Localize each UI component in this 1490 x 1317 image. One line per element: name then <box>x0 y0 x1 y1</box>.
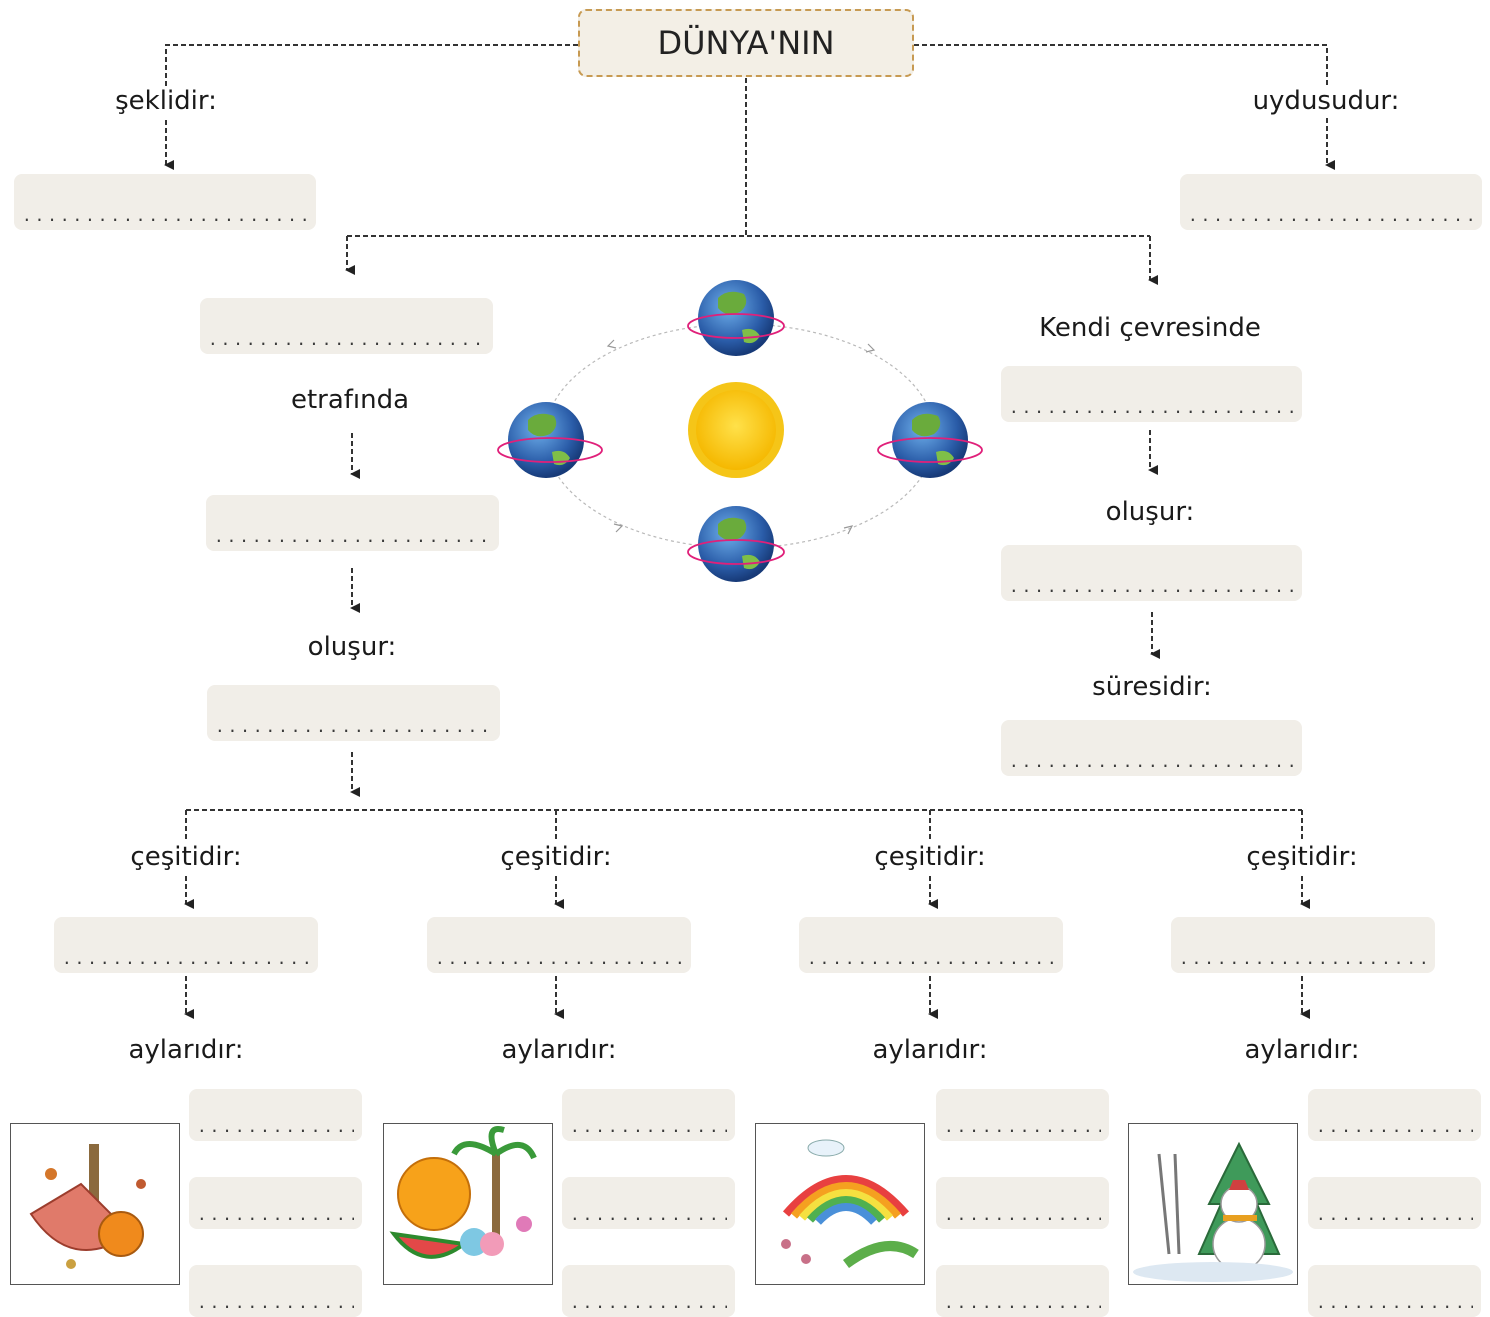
month-box-1-3[interactable]: .............. <box>189 1265 362 1317</box>
answer-box-season-1[interactable]: ........................ <box>54 917 318 973</box>
sun-icon <box>688 382 784 478</box>
month-box-2-1[interactable]: .............. <box>562 1089 735 1141</box>
month-dots: .............. <box>944 1119 1101 1135</box>
month-dots: .............. <box>197 1295 354 1311</box>
month-box-2-3[interactable]: .............. <box>562 1265 735 1317</box>
label-season-months: aylarıdır: <box>872 1035 988 1065</box>
month-box-3-2[interactable]: .............. <box>936 1177 1109 1229</box>
label-duration: süresidir: <box>1092 672 1212 702</box>
answer-box-result-left[interactable]: ........................ <box>207 685 500 741</box>
answer-box-season-3[interactable]: ........................ <box>799 917 1063 973</box>
label-season-type: çeşitidir: <box>130 842 242 872</box>
answer-dots: ........................ <box>1179 951 1427 967</box>
month-dots: .............. <box>570 1207 727 1223</box>
summer-icon <box>383 1123 553 1285</box>
answer-dots: ........................ <box>1009 754 1294 770</box>
answer-dots: ........................ <box>208 332 485 348</box>
answer-dots: ........................ <box>214 529 491 545</box>
answer-box-shape[interactable]: ........................ <box>14 174 316 230</box>
answer-box-season-2[interactable]: ........................ <box>427 917 691 973</box>
label-season-months: aylarıdır: <box>128 1035 244 1065</box>
month-box-4-3[interactable]: .............. <box>1308 1265 1481 1317</box>
label-season-type: çeşitidir: <box>1246 842 1358 872</box>
label-self-axis: Kendi çevresinde <box>1039 313 1261 343</box>
earth-icon-right <box>877 402 983 478</box>
month-dots: .............. <box>944 1207 1101 1223</box>
answer-box-orbit-center[interactable]: ........................ <box>200 298 493 354</box>
answer-box-season-4[interactable]: ........................ <box>1171 917 1435 973</box>
label-shape: şeklidir: <box>115 86 217 116</box>
label-season-type: çeşitidir: <box>500 842 612 872</box>
month-dots: .............. <box>197 1119 354 1135</box>
title-box: DÜNYA'NIN <box>578 9 914 77</box>
label-around: etrafında <box>290 385 410 415</box>
answer-dots: ........................ <box>1009 579 1294 595</box>
answer-dots: ........................ <box>807 951 1055 967</box>
month-dots: .............. <box>570 1119 727 1135</box>
earth-icon-bottom <box>687 506 785 582</box>
winter-icon <box>1128 1123 1298 1285</box>
answer-dots: ........................ <box>215 719 492 735</box>
label-season-type: çeşitidir: <box>874 842 986 872</box>
month-box-4-2[interactable]: .............. <box>1308 1177 1481 1229</box>
orbit-direction-arrows <box>606 339 876 535</box>
month-box-1-1[interactable]: .............. <box>189 1089 362 1141</box>
earth-icon-left <box>497 402 603 478</box>
month-dots: .............. <box>570 1295 727 1311</box>
answer-box-revolution[interactable]: ........................ <box>206 495 499 551</box>
month-dots: .............. <box>197 1207 354 1223</box>
earth-icon-top <box>687 280 785 356</box>
month-box-2-2[interactable]: .............. <box>562 1177 735 1229</box>
answer-dots: ........................ <box>1188 208 1474 224</box>
autumn-icon <box>10 1123 180 1285</box>
label-season-months: aylarıdır: <box>1244 1035 1360 1065</box>
answer-box-result-right[interactable]: ........................ <box>1001 545 1302 601</box>
answer-dots: ........................ <box>22 208 308 224</box>
label-forms-left: oluşur: <box>307 632 397 662</box>
answer-box-rotation[interactable]: ........................ <box>1001 366 1302 422</box>
month-box-1-2[interactable]: .............. <box>189 1177 362 1229</box>
title-text: DÜNYA'NIN <box>657 24 835 62</box>
month-dots: .............. <box>1316 1295 1473 1311</box>
month-dots: .............. <box>1316 1207 1473 1223</box>
label-season-months: aylarıdır: <box>501 1035 617 1065</box>
month-box-3-1[interactable]: .............. <box>936 1089 1109 1141</box>
answer-box-duration[interactable]: ........................ <box>1001 720 1302 776</box>
answer-dots: ........................ <box>62 951 310 967</box>
month-dots: .............. <box>944 1295 1101 1311</box>
spring-icon <box>755 1123 925 1285</box>
answer-box-satellite[interactable]: ........................ <box>1180 174 1482 230</box>
month-box-4-1[interactable]: .............. <box>1308 1089 1481 1141</box>
month-dots: .............. <box>1316 1119 1473 1135</box>
label-satellite: uydusudur: <box>1252 86 1400 116</box>
month-box-3-3[interactable]: .............. <box>936 1265 1109 1317</box>
answer-dots: ........................ <box>435 951 683 967</box>
orbit-illustration <box>497 280 983 582</box>
label-forms-right: oluşur: <box>1105 497 1195 527</box>
answer-dots: ........................ <box>1009 400 1294 416</box>
